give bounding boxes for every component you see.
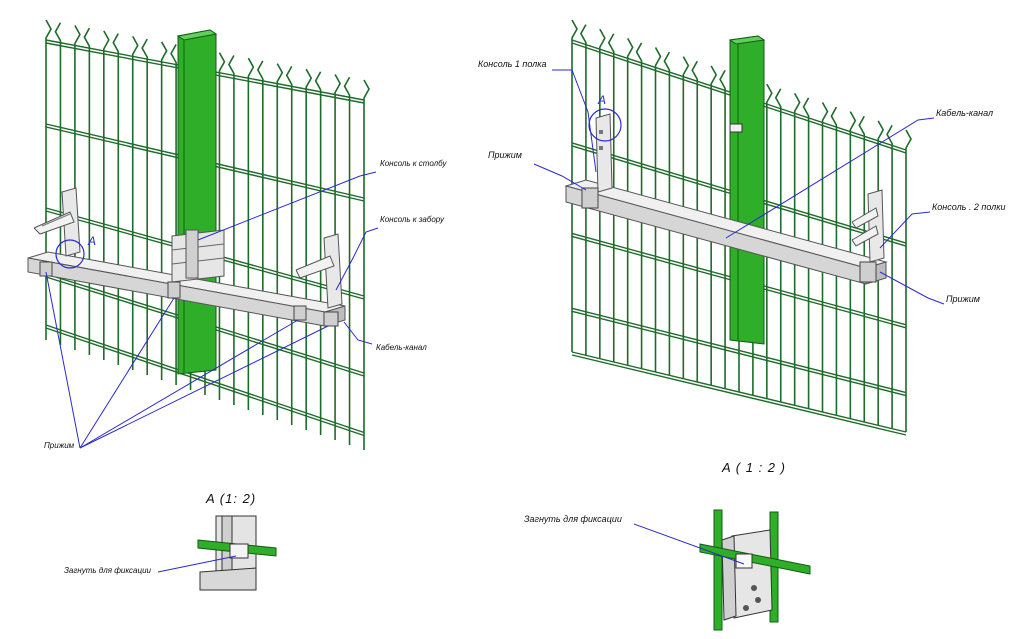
left-leaders xyxy=(45,171,379,449)
right-detail-view: A ( 1 : 2 ) Загнуть для фиксации xyxy=(524,460,811,631)
left-detail-title: A (1: 2) xyxy=(205,491,256,506)
right-detail-circle xyxy=(588,108,622,142)
right-detail-note: Загнуть для фиксации xyxy=(524,514,622,524)
left-console-fence-1 xyxy=(33,187,81,257)
right-label-clamp-bottom: Прижим xyxy=(946,294,980,304)
left-detail-marker: A xyxy=(87,234,96,248)
left-label-console-fence: Консоль к забору xyxy=(380,215,445,224)
right-label-console-1: Консоль 1 полка xyxy=(478,59,546,69)
right-clamp-2 xyxy=(859,261,877,283)
left-detail-note: Загнуть для фиксации xyxy=(64,566,152,575)
left-clamp-4 xyxy=(323,311,339,327)
left-fence-post xyxy=(176,29,218,375)
right-console-1 xyxy=(595,113,613,193)
right-console-2 xyxy=(851,189,885,263)
left-detail-view: A (1: 2) Загнуть для фиксации xyxy=(64,491,277,591)
left-label-cable-channel: Кабель-канал xyxy=(376,343,427,352)
left-console-fence-2 xyxy=(295,233,343,309)
left-assembly: A Консоль к столбу Консоль к забору Кабе… xyxy=(27,19,447,591)
left-clamp-3 xyxy=(293,305,307,321)
left-detail-circle xyxy=(55,239,85,269)
left-clamp-1 xyxy=(39,261,53,277)
right-detail-title: A ( 1 : 2 ) xyxy=(721,460,786,475)
right-detail-marker: A xyxy=(597,93,606,107)
left-clamp-2 xyxy=(167,281,181,299)
right-label-console-2: Консоль . 2 полки xyxy=(932,202,1005,212)
left-console-post xyxy=(171,229,225,283)
right-assembly: A Консоль 1 полка Прижим Кабель-канал Ко… xyxy=(478,19,1005,631)
right-clamp-1 xyxy=(581,187,599,209)
left-label-clamp: Прижим xyxy=(44,441,75,450)
right-fence-post xyxy=(728,35,766,345)
right-label-cable-channel: Кабель-канал xyxy=(936,108,993,118)
left-label-console-post: Консоль к столбу xyxy=(380,159,447,168)
right-leaders xyxy=(533,69,945,305)
right-label-clamp-top: Прижим xyxy=(488,150,522,160)
